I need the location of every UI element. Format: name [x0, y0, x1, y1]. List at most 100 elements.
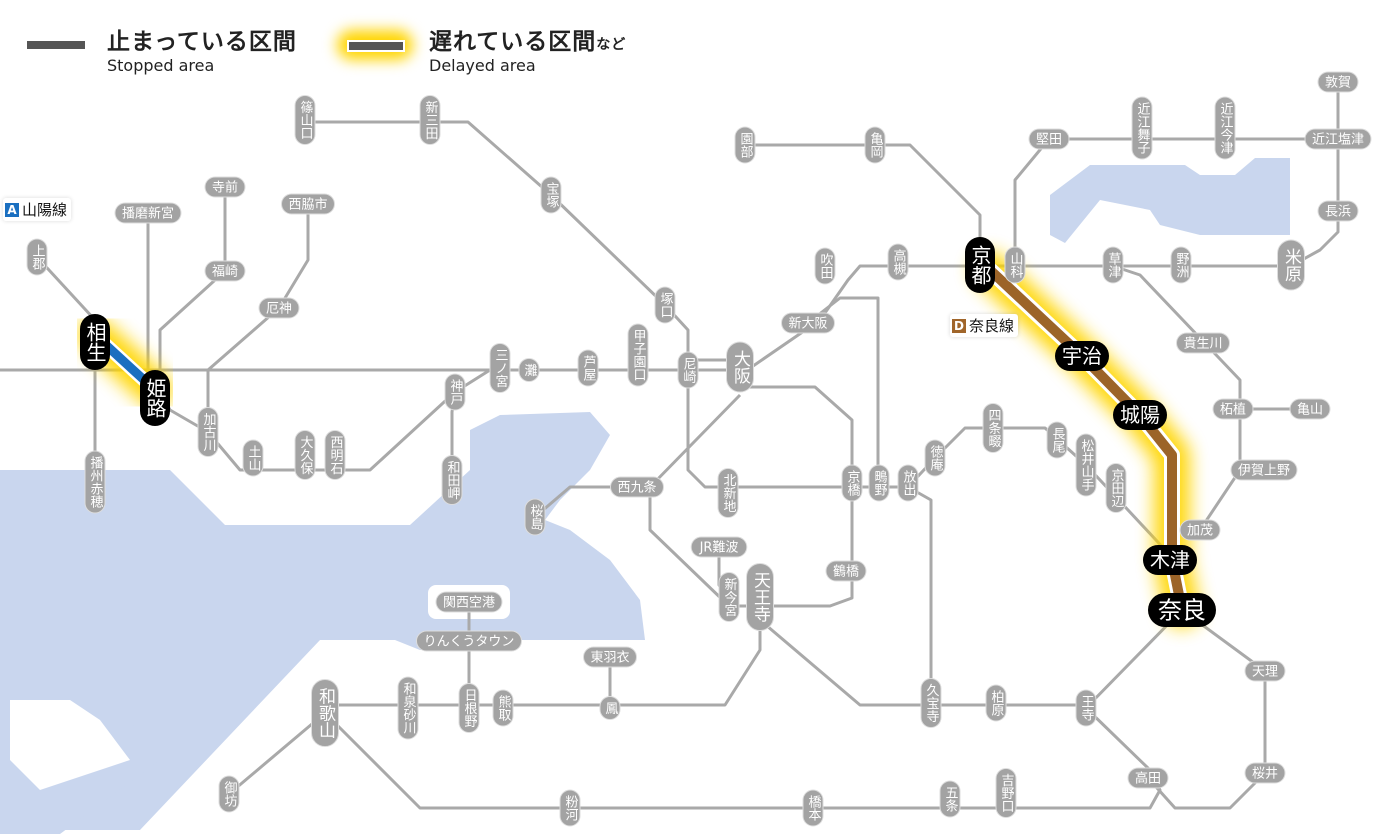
station-nagahama[interactable]: 長浜 [1317, 200, 1359, 222]
station-kameoka[interactable]: 亀岡 [864, 126, 886, 164]
station-hineno[interactable]: 日根野 [458, 683, 480, 733]
station-matsuiyamate[interactable]: 松井山手 [1075, 433, 1097, 497]
station-okubo[interactable]: 大久保 [294, 430, 316, 480]
station-wadamisaki[interactable]: 和田岬 [441, 455, 463, 505]
station-kamo[interactable]: 加茂 [1179, 519, 1221, 541]
station-otori[interactable]: 鳳 [599, 696, 621, 720]
station-tsuge[interactable]: 柘植 [1212, 398, 1254, 420]
station-name: 城陽 [1120, 403, 1160, 427]
station-uji[interactable]: 宇治 [1055, 341, 1109, 371]
station-kamigori[interactable]: 上郡 [26, 238, 48, 276]
station-amagasaki[interactable]: 尼崎 [677, 351, 699, 389]
station-nishiakashi[interactable]: 西明石 [324, 430, 346, 480]
station-shinimamiya[interactable]: 新今宮 [718, 572, 740, 622]
station-kyotanabe[interactable]: 京田辺 [1105, 463, 1127, 513]
station-yoshinoguchi[interactable]: 吉野口 [995, 768, 1017, 818]
station-takatsuki[interactable]: 高槻 [887, 243, 909, 281]
station-kibukawa[interactable]: 貴生川 [1176, 332, 1230, 354]
station-fukusaki[interactable]: 福崎 [204, 260, 246, 282]
station-kusatsu[interactable]: 草津 [1102, 246, 1124, 284]
line-label-sanyo[interactable]: A 山陽線 [3, 198, 72, 221]
station-kizu[interactable]: 木津 [1143, 545, 1197, 575]
station-yasu[interactable]: 野洲 [1170, 246, 1192, 284]
station-sasayamaguchi[interactable]: 篠山口 [294, 95, 316, 145]
line-name: 奈良線 [969, 317, 1015, 335]
station-omimaiko[interactable]: 近江舞子 [1131, 96, 1153, 160]
legend-stopped-ja: 止まっている区間 [107, 29, 297, 55]
station-rinkutown[interactable]: りんくうタウン [416, 630, 522, 652]
station-higashihagoromo[interactable]: 東羽衣 [583, 646, 637, 668]
station-nishikujo[interactable]: 西九条 [610, 476, 664, 498]
station-name: 篠山口 [298, 101, 314, 140]
station-shinsanda[interactable]: 新三田 [419, 95, 441, 145]
station-name: 御坊 [222, 781, 238, 808]
station-yamashina[interactable]: 山科 [1004, 246, 1026, 284]
station-shigino[interactable]: 鴫野 [868, 464, 890, 502]
station-gobo[interactable]: 御坊 [218, 775, 240, 813]
station-kyuhoji[interactable]: 久宝寺 [920, 678, 942, 728]
station-kansaiairport[interactable]: 関西空港 [435, 591, 503, 613]
station-maibara[interactable]: 米原 [1277, 239, 1305, 291]
station-takarazuka[interactable]: 宝塚 [540, 176, 562, 214]
station-name: 伊賀上野 [1238, 464, 1290, 479]
station-name: 草津 [1106, 252, 1122, 278]
track-line [648, 385, 854, 608]
station-tsuchiyama[interactable]: 土山 [242, 439, 264, 477]
station-igaueno[interactable]: 伊賀上野 [1230, 459, 1298, 481]
station-omishiotsu[interactable]: 近江塩津 [1304, 128, 1372, 150]
station-hanaten[interactable]: 放出 [897, 464, 919, 502]
station-nara[interactable]: 奈良 [1148, 593, 1216, 627]
line-label-nara[interactable]: D 奈良線 [950, 314, 1019, 337]
station-kumatori[interactable]: 熊取 [492, 689, 514, 727]
station-yakujin[interactable]: 厄神 [258, 297, 300, 319]
station-name: 新今宮 [722, 577, 738, 617]
station-kyoto[interactable]: 京都 [965, 237, 995, 293]
station-aioi[interactable]: 相生 [80, 314, 110, 370]
station-shijonawate[interactable]: 四条畷 [982, 403, 1004, 453]
station-tsuruga[interactable]: 敦賀 [1317, 71, 1359, 93]
station-name: 土山 [246, 445, 262, 471]
station-nishiwakishi[interactable]: 西脇市 [281, 193, 335, 215]
station-name: 亀山 [1297, 403, 1323, 418]
station-harimashingu[interactable]: 播磨新宮 [114, 202, 182, 224]
station-kitashinchi[interactable]: 北新地 [717, 468, 739, 518]
station-himeji[interactable]: 姫路 [140, 370, 170, 426]
station-jrnamba[interactable]: JR難波 [690, 536, 748, 558]
station-tennoji[interactable]: 天王寺 [746, 563, 774, 631]
station-tsuruhashi[interactable]: 鶴橋 [825, 560, 867, 582]
station-hashimoto[interactable]: 橋本 [802, 789, 824, 827]
station-kyobashi[interactable]: 京橋 [841, 464, 863, 502]
station-kobe[interactable]: 神戸 [444, 373, 466, 411]
station-oji[interactable]: 王寺 [1075, 689, 1097, 727]
station-omiimazu[interactable]: 近江今津 [1214, 96, 1236, 160]
station-shinosaka[interactable]: 新大阪 [781, 312, 835, 334]
station-osaka[interactable]: 大阪 [726, 341, 754, 393]
station-sannomiya[interactable]: 三ノ宮 [489, 343, 511, 393]
station-wakayama[interactable]: 和歌山 [311, 679, 339, 747]
station-izumisunagawa[interactable]: 和泉砂川 [397, 676, 419, 740]
station-name: 四条畷 [986, 409, 1002, 449]
station-koshienguchi[interactable]: 甲子園口 [627, 323, 649, 387]
station-joyo[interactable]: 城陽 [1113, 400, 1167, 430]
station-gojo[interactable]: 五条 [939, 780, 961, 818]
station-suita[interactable]: 吹田 [814, 247, 836, 285]
station-kokawa[interactable]: 粉河 [559, 789, 581, 827]
station-teramae[interactable]: 寺前 [204, 176, 246, 198]
station-takada[interactable]: 高田 [1127, 767, 1169, 789]
track-line [745, 143, 982, 266]
station-nada[interactable]: 灘 [518, 358, 540, 382]
station-tokuan[interactable]: 徳庵 [924, 439, 946, 477]
station-banshuako[interactable]: 播州赤穂 [84, 450, 106, 514]
station-kashiwara[interactable]: 柏原 [985, 684, 1007, 722]
station-name: 松井山手 [1079, 439, 1095, 491]
station-tenri[interactable]: 天理 [1244, 660, 1286, 682]
station-kakogawa[interactable]: 加古川 [197, 407, 219, 457]
station-sakurai[interactable]: 桜井 [1244, 762, 1286, 784]
station-sakurajima[interactable]: 桜島 [524, 498, 546, 536]
station-tsukaguchi[interactable]: 塚口 [654, 286, 676, 324]
station-sonobe[interactable]: 園部 [734, 126, 756, 164]
station-katata[interactable]: 堅田 [1028, 128, 1070, 150]
station-kameyama[interactable]: 亀山 [1289, 398, 1331, 420]
station-ashiya[interactable]: 芦屋 [577, 349, 599, 387]
station-nagao[interactable]: 長尾 [1046, 421, 1068, 459]
